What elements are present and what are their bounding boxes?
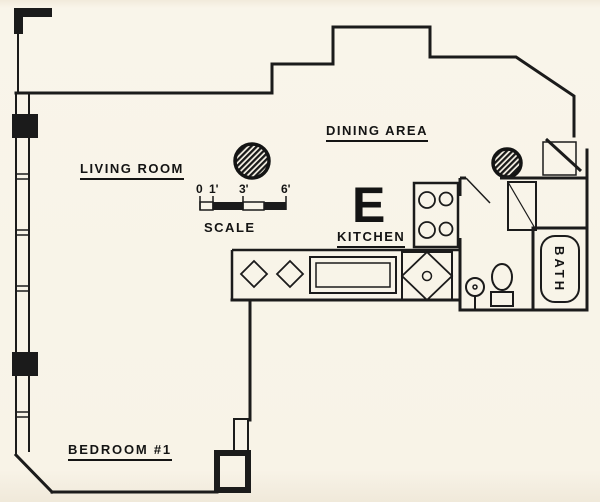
bedroom-door-leaf: [233, 418, 249, 454]
stove-burner-2: [438, 191, 454, 207]
stove-burner-4: [438, 221, 454, 237]
closet-door-mark: [507, 181, 537, 231]
bedroom-label: BEDROOM #1: [68, 442, 172, 462]
pilaster-block-v: [14, 8, 23, 34]
scale-tick-0: 0: [196, 182, 203, 196]
kitchen-fixtures: [230, 181, 460, 302]
scale-tick-1: 1': [209, 182, 219, 196]
scale-tick-6: 6': [281, 182, 291, 196]
e-marker: E: [352, 177, 386, 233]
bath-door-leaf: [465, 177, 491, 204]
bath-sink-drain: [472, 284, 478, 290]
window-mullions: [16, 173, 29, 418]
column-1: [233, 142, 271, 180]
closet: [507, 181, 537, 231]
stove: [412, 181, 460, 249]
scale-seg-3: [242, 201, 265, 211]
wall-block-bottom: [12, 352, 38, 376]
column-2: [491, 147, 523, 179]
dining-area-label: DINING AREA: [326, 123, 428, 143]
scale-label: SCALE: [204, 220, 256, 235]
kitchen-sink-drain: [421, 270, 433, 282]
entry-door-frame: [542, 141, 577, 176]
pilaster-block-h: [14, 8, 52, 17]
cabinet-diamond-2: [275, 259, 305, 289]
toilet-bowl: [491, 263, 513, 291]
scale-seg-2: [213, 202, 243, 210]
bedroom-door: [214, 418, 251, 493]
kitchen-sink-box: [401, 251, 453, 301]
entry-door-leaf: [544, 137, 583, 173]
living-room-label: LIVING ROOM: [80, 161, 184, 181]
counter-appliance-outer: [309, 256, 397, 294]
corner-pilaster: [14, 8, 52, 93]
kitchen-sink-diamond: [400, 250, 454, 302]
counter-appliance-inner: [315, 262, 391, 288]
corner-diagonal-wall: [13, 452, 55, 495]
kitchen-label: KITCHEN: [337, 229, 406, 249]
bathtub-outer: [531, 226, 589, 312]
bathroom: [458, 176, 589, 312]
outer-wall-top: [14, 25, 576, 138]
stove-burner-3: [418, 221, 436, 239]
bedroom-door-jamb: [214, 450, 251, 493]
scale-seg-4: [264, 202, 286, 210]
bathtub-inner: [540, 235, 580, 303]
outer-walls: [13, 25, 589, 495]
wall-block-top: [12, 114, 38, 138]
scale-bar: [199, 196, 287, 211]
bath-label: BATH: [552, 246, 567, 294]
scale-seg-1: [199, 201, 214, 211]
entry-door: [542, 137, 583, 176]
scale-tick-3: 3': [239, 182, 249, 196]
toilet-tank: [490, 291, 514, 307]
cabinet-diamond-1: [239, 259, 269, 289]
bath-sink: [465, 277, 485, 297]
stove-burner-1: [418, 191, 436, 209]
window-wall: [12, 93, 38, 455]
